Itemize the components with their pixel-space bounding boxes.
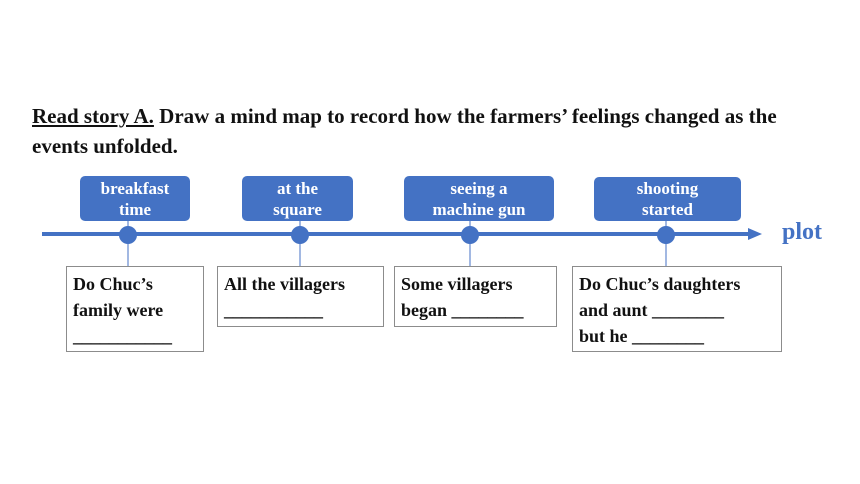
- instruction-underlined: Read story A.: [32, 104, 154, 128]
- event-label-shooting: shooting started: [594, 177, 741, 221]
- timeline-node-1: [119, 226, 137, 244]
- instruction-rest: Draw a mind map to record how the farmer…: [32, 104, 777, 158]
- timeline-node-4: [657, 226, 675, 244]
- prompt-box-machine-gun: Some villagers began ________: [394, 266, 557, 327]
- timeline-node-2: [291, 226, 309, 244]
- instruction-text: Read story A. Draw a mind map to record …: [32, 101, 832, 161]
- timeline-arrowhead: [748, 228, 762, 240]
- axis-label-plot: plot: [782, 219, 823, 245]
- prompt-box-breakfast: Do Chuc’s family were ___________: [66, 266, 204, 352]
- event-label-breakfast: breakfast time: [80, 176, 190, 221]
- prompt-box-square: All the villagers ___________: [217, 266, 384, 327]
- event-label-square: at the square: [242, 176, 353, 221]
- prompt-box-shooting: Do Chuc’s daughters and aunt ________ bu…: [572, 266, 782, 352]
- timeline-node-3: [461, 226, 479, 244]
- event-label-machine-gun: seeing a machine gun: [404, 176, 554, 221]
